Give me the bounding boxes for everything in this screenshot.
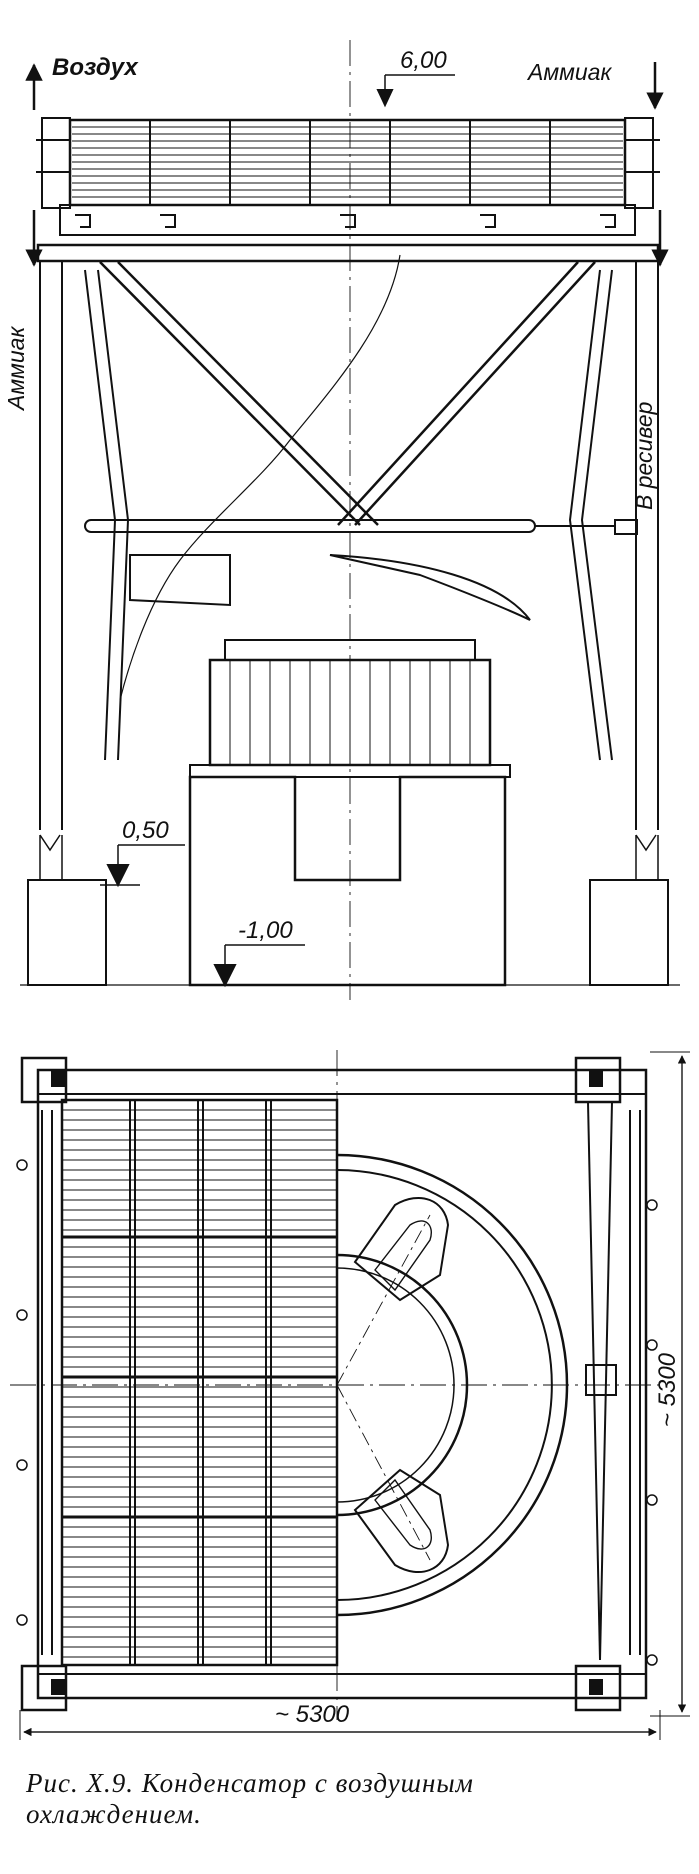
figure-caption: Рис. X.9. Конденсатор с воздушным охлажд… [26,1768,686,1830]
caption-line-1: Рис. X.9. Конденсатор с воздушным [26,1768,474,1798]
plan-view [10,1050,690,1740]
foundation [20,775,680,987]
elevation-view [20,40,680,1000]
depth-dimension: ~ 5300 [654,1352,681,1427]
level-low-label: -1,00 [238,917,293,944]
top-coil-bank [36,117,660,236]
plan-coil-grid [60,1098,339,1667]
level-mid-label: 0,50 [122,817,169,844]
width-dimension: ~ 5300 [275,1701,350,1728]
level-marks [100,74,455,988]
level-top-label: 6,00 [400,47,447,74]
fan-hood [84,254,638,761]
ammonia-in-label: Аммиак [526,59,612,85]
to-receiver-label: В ресивер [631,401,657,510]
frame-columns [39,262,659,830]
air-label: Воздух [52,54,139,81]
ammonia-out-label: Аммиак [3,326,29,412]
caption-line-2: охлаждением. [26,1799,202,1829]
